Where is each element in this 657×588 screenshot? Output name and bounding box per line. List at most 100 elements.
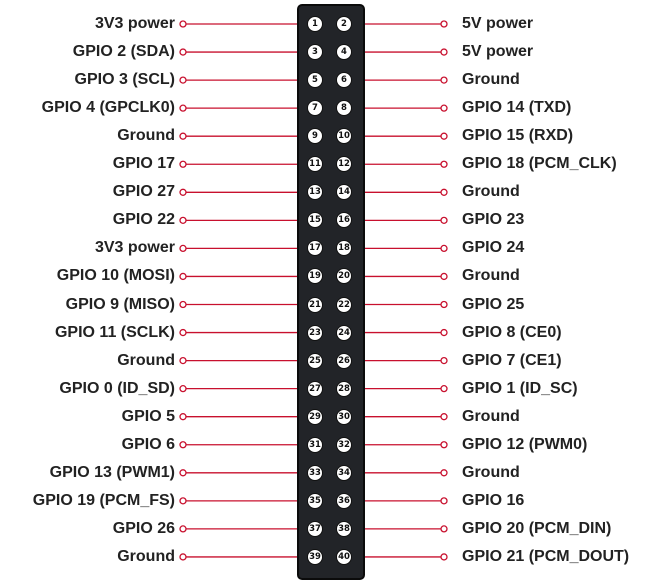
terminal-left xyxy=(179,441,187,449)
pin-number-right: 12 xyxy=(336,156,352,173)
terminal-left xyxy=(179,244,187,253)
terminal-left xyxy=(179,328,187,337)
pin-label-right: GPIO 24 xyxy=(462,239,525,257)
pin-label-right: GPIO 12 (PWM0) xyxy=(462,435,588,453)
terminal-left xyxy=(179,413,187,421)
terminal-right xyxy=(440,553,448,561)
pin-label-left: GPIO 9 (MISO) xyxy=(65,295,175,313)
pin-label-left: GPIO 13 (PWM1) xyxy=(49,463,175,481)
terminal-right xyxy=(440,244,448,253)
pin-number-right: 22 xyxy=(336,296,352,313)
pin-label-right: 5V power xyxy=(462,15,534,32)
terminal-left xyxy=(179,160,187,168)
terminal-left xyxy=(179,356,187,365)
pin-number-right: 34 xyxy=(336,464,352,481)
pin-label-right: GPIO 23 xyxy=(462,211,525,229)
terminal-left xyxy=(179,384,187,393)
pin-number-left: 19 xyxy=(307,268,323,285)
pin-number-right: 28 xyxy=(336,380,352,397)
terminal-left xyxy=(179,132,187,140)
pin-label-left: GPIO 5 xyxy=(121,407,175,425)
pin-label-right: GPIO 7 (CE1) xyxy=(462,351,562,369)
pin-number-left: 37 xyxy=(307,520,323,537)
pin-label-left: GPIO 27 xyxy=(112,183,175,201)
terminal-right xyxy=(440,216,448,225)
pin-number-left: 5 xyxy=(307,72,323,89)
pin-label-left: GPIO 11 (SCLK) xyxy=(54,323,175,341)
pin-number-right: 32 xyxy=(336,436,352,453)
pin-number-right: 6 xyxy=(336,72,352,89)
terminal-left xyxy=(179,216,187,225)
pin-number-left: 33 xyxy=(307,464,323,481)
pin-number-left: 39 xyxy=(307,548,323,565)
pin-label-right: GPIO 25 xyxy=(462,295,525,313)
pin-number-left: 23 xyxy=(307,324,323,341)
terminal-right xyxy=(440,356,448,365)
pin-label-left: GPIO 0 (ID_SD) xyxy=(59,379,175,397)
pin-number-left: 31 xyxy=(307,436,323,453)
terminal-left xyxy=(179,497,187,505)
pin-number-left: 7 xyxy=(307,100,323,117)
pin-number-left: 3 xyxy=(307,44,323,61)
pin-label-left: Ground xyxy=(117,351,175,369)
pin-label-left: GPIO 2 (SDA) xyxy=(72,43,175,61)
terminal-left xyxy=(179,48,187,56)
pin-label-right: GPIO 15 (RXD) xyxy=(462,127,574,145)
pin-number-left: 17 xyxy=(307,240,323,257)
terminal-left xyxy=(179,525,187,533)
pin-number-left: 29 xyxy=(307,408,323,425)
pin-number-right: 18 xyxy=(336,240,352,257)
pin-number-left: 25 xyxy=(307,352,323,369)
pin-number-left: 35 xyxy=(307,492,323,509)
terminal-right xyxy=(440,48,448,56)
pin-label-right: GPIO 8 (CE0) xyxy=(462,323,562,341)
pin-label-right: GPIO 16 xyxy=(462,491,525,509)
pin-number-left: 1 xyxy=(307,16,323,32)
pin-number-right: 20 xyxy=(336,268,352,285)
pin-number-right: 38 xyxy=(336,520,352,537)
terminal-left xyxy=(179,104,187,112)
terminal-left xyxy=(179,300,187,309)
terminal-right xyxy=(440,76,448,84)
terminal-right xyxy=(440,525,448,533)
pin-label-right: Ground xyxy=(462,183,520,201)
pin-number-left: 21 xyxy=(307,296,323,313)
pin-number-right: 16 xyxy=(336,212,352,229)
pin-number-right: 24 xyxy=(336,324,352,341)
terminal-left xyxy=(179,76,187,84)
terminal-left xyxy=(179,469,187,477)
terminal-right xyxy=(440,188,448,196)
pin-label-right: Ground xyxy=(462,463,520,481)
terminal-right xyxy=(440,104,448,112)
pin-number-right: 8 xyxy=(336,100,352,117)
terminal-left xyxy=(179,188,187,196)
terminal-right xyxy=(440,441,448,449)
terminal-right xyxy=(440,469,448,477)
pin-label-left: Ground xyxy=(117,127,175,145)
pin-label-left: GPIO 4 (GPCLK0) xyxy=(41,99,175,117)
pin-number-left: 9 xyxy=(307,128,323,145)
pin-label-right: GPIO 20 (PCM_DIN) xyxy=(462,519,612,537)
terminal-left xyxy=(179,553,187,561)
pin-label-left: Ground xyxy=(117,547,175,565)
pin-label-right: GPIO 21 (PCM_DOUT) xyxy=(462,547,630,565)
pin-number-left: 27 xyxy=(307,380,323,397)
terminal-right xyxy=(440,300,448,309)
pin-label-left: GPIO 3 (SCL) xyxy=(74,71,175,89)
terminal-right xyxy=(440,132,448,140)
pin-label-right: 5V power xyxy=(462,43,534,61)
terminal-right xyxy=(440,160,448,168)
terminal-left xyxy=(179,20,187,28)
pin-number-right: 36 xyxy=(336,492,352,509)
pin-label-right: Ground xyxy=(462,71,520,89)
pin-label-left: GPIO 19 (PCM_FS) xyxy=(32,491,175,509)
terminal-right xyxy=(440,497,448,505)
pin-number-right: 30 xyxy=(336,408,352,425)
gpio-header xyxy=(297,4,365,580)
pin-label-left: GPIO 26 xyxy=(112,519,175,537)
pin-label-right: GPIO 14 (TXD) xyxy=(462,99,572,117)
pin-label-right: GPIO 1 (ID_SC) xyxy=(462,379,578,397)
pin-label-left: 3V3 power xyxy=(94,239,175,257)
pin-number-left: 13 xyxy=(307,184,323,201)
